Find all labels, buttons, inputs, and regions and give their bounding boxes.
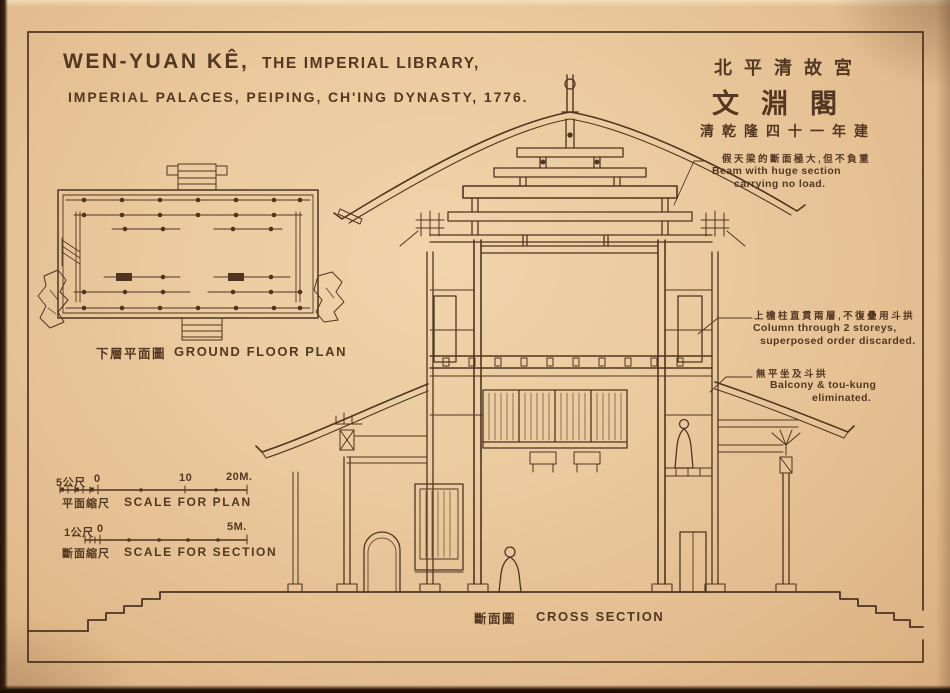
plan-top-stair	[166, 163, 228, 191]
eave-brackets	[331, 412, 801, 474]
photo-edge-top	[0, 0, 950, 7]
column-bases	[287, 583, 797, 593]
annotation-beam-english-2: carrying no load.	[734, 178, 826, 190]
scale-bar-plan	[59, 484, 248, 495]
plan-bottom-stair	[181, 317, 223, 341]
mezzanine-floor	[429, 355, 713, 377]
scale-bar-section	[84, 534, 248, 545]
tables	[529, 451, 601, 473]
upper-storey	[429, 234, 713, 363]
section-scale-caption-english: SCALE FOR SECTION	[124, 545, 278, 559]
plan-scale-mid: 10	[179, 472, 193, 484]
mezzanine-windows	[429, 389, 713, 473]
title-subtitle: IMPERIAL PALACES, PEIPING, CH'ING DYNAST…	[68, 89, 529, 105]
plan-rockery	[37, 269, 345, 329]
plan-columns	[65, 197, 311, 311]
plan-scale-zero: 0	[94, 473, 101, 485]
section-scale-end: 5M.	[227, 521, 247, 533]
annotation-balcony-english-1: Balcony & tou-kung	[770, 379, 877, 391]
chinese-title-location: 北平清故宮	[714, 58, 864, 78]
border-frame	[27, 31, 924, 663]
photo-corner-shade-tr	[830, 0, 950, 90]
plan-scale-end: 20M.	[226, 471, 253, 483]
annotation-column-chinese: 上檐柱直貫兩層,不復疊用斗拱	[754, 311, 916, 322]
plan-scale-caption-english: SCALE FOR PLAN	[124, 495, 252, 509]
photo-corner-shade-bl	[0, 613, 140, 693]
photo-edge-bottom	[0, 685, 950, 693]
annotation-balcony-english-2: eliminated.	[812, 392, 872, 404]
annotation-beam-english-1: Beam with huge section	[712, 165, 841, 177]
title-secondary: THE IMPERIAL LIBRARY,	[262, 55, 480, 72]
upper-roof	[333, 74, 806, 224]
title-primary: WEN-YUAN KÊ,	[63, 50, 250, 73]
plan-scale-left-label: 5公尺	[56, 477, 86, 489]
chinese-title-name: 文淵閣	[712, 89, 859, 119]
cross-section-drawing	[27, 74, 924, 632]
annotation-column-english-1: Column through 2 storeys,	[753, 322, 897, 334]
section-scale-left-label: 1公尺	[64, 527, 94, 539]
annotation-balcony-chinese: 無平坐及斗拱	[756, 369, 829, 380]
annotation-column-english-2: superposed order discarded.	[760, 335, 916, 347]
plan-scale-caption-chinese: 平面縮尺	[62, 498, 110, 510]
photo-edge-right	[936, 0, 950, 693]
plan-label-chinese: 下層平面圖	[96, 347, 167, 361]
section-scale-caption-chinese: 斷面縮尺	[62, 548, 110, 560]
photo-edge-left	[0, 0, 8, 693]
plan-label-english: GROUND FLOOR PLAN	[174, 344, 348, 359]
chinese-title-date: 清乾隆四十一年建	[700, 123, 876, 139]
ground-floor-plan-drawing	[37, 163, 363, 341]
dougong-brackets-upper	[399, 210, 746, 247]
annotation-beam-chinese: 假天梁的斷面極大,但不負重	[722, 154, 872, 165]
columns	[292, 239, 790, 585]
statue-figure	[664, 418, 713, 477]
section-label-english: CROSS SECTION	[536, 609, 665, 624]
section-label-chinese: 斷面圖	[474, 612, 517, 626]
leader-lines	[673, 160, 753, 393]
ground-floor	[346, 444, 784, 593]
human-figure	[498, 546, 522, 593]
section-scale-zero: 0	[97, 523, 104, 535]
lower-eaves	[255, 381, 855, 459]
roof-frame	[429, 118, 713, 243]
